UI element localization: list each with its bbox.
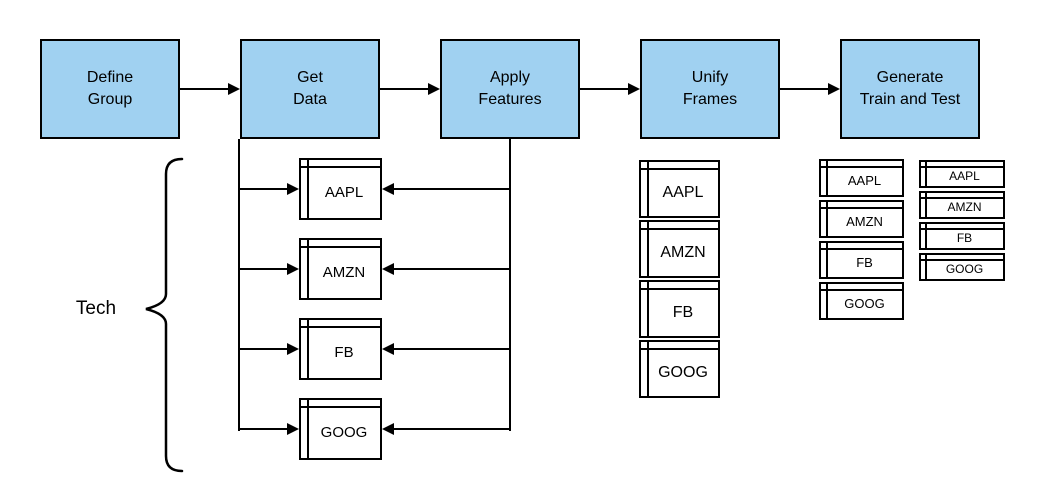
arrow-get-to-apply-line (380, 88, 429, 90)
arrow-getdata-goog-line (238, 428, 290, 430)
arrow-getdata-aapl-line (238, 188, 290, 190)
train-stack-row-aapl: AAPL (819, 159, 904, 197)
curly-brace-icon (145, 157, 184, 473)
step-define-group: Define Group (40, 39, 180, 139)
ticker-label: GOOG (320, 424, 368, 441)
arrow-define-to-get-head-icon (228, 83, 240, 95)
ticker-label: FB (856, 255, 873, 270)
ticker-label: AMZN (660, 243, 706, 261)
test-stack-row-fb: FB (919, 222, 1005, 250)
arrow-getdata-fb-line (238, 348, 290, 350)
dataframe-icon-fb: FB (299, 318, 382, 380)
arrow-apply-to-unify-head-icon (628, 83, 640, 95)
arrow-apply-goog-line (393, 428, 511, 430)
unify-stack-row-amzn: AMZN (639, 220, 720, 278)
arrow-getdata-fb-head-icon (287, 343, 299, 355)
arrow-apply-aapl-head-icon (382, 183, 394, 195)
arrow-getdata-amzn-head-icon (287, 263, 299, 275)
ticker-label: FB (956, 231, 973, 245)
ticker-label: AAPL (324, 184, 364, 201)
unify-stack-row-aapl: AAPL (639, 160, 720, 218)
ticker-label: AMZN (846, 214, 883, 229)
arrow-apply-fb-line (393, 348, 511, 350)
ticker-label: GOOG (945, 262, 984, 276)
dataframe-icon-goog: GOOG (299, 398, 382, 460)
step-get-data: Get Data (240, 39, 380, 139)
ticker-label: GOOG (658, 363, 708, 381)
ticker-label: AAPL (662, 183, 704, 201)
step-generate-train-and-test: Generate Train and Test (840, 39, 980, 139)
arrow-getdata-amzn-line (238, 268, 290, 270)
arrow-unify-to-generate-line (780, 88, 829, 90)
step-apply-features: Apply Features (440, 39, 580, 139)
arrow-getdata-goog-head-icon (287, 423, 299, 435)
arrow-unify-to-generate-head-icon (828, 83, 840, 95)
dataframe-icon-aapl: AAPL (299, 158, 382, 220)
test-stack-row-aapl: AAPL (919, 160, 1005, 188)
test-stack-row-amzn: AMZN (919, 191, 1005, 219)
ticker-label: FB (334, 344, 354, 361)
tech-group-label: Tech (75, 298, 117, 319)
arrow-get-to-apply-head-icon (428, 83, 440, 95)
apply-features-fanout-vline (509, 139, 511, 431)
arrow-apply-goog-head-icon (382, 423, 394, 435)
ticker-label: AAPL (847, 173, 882, 188)
dataframe-icon-amzn: AMZN (299, 238, 382, 300)
arrow-apply-amzn-line (393, 268, 511, 270)
ticker-label: AMZN (947, 200, 982, 214)
arrow-apply-amzn-head-icon (382, 263, 394, 275)
train-stack-row-fb: FB (819, 241, 904, 279)
test-stack-row-goog: GOOG (919, 253, 1005, 281)
arrow-define-to-get-line (180, 88, 229, 90)
unify-stack-row-goog: GOOG (639, 340, 720, 398)
ticker-label: AAPL (949, 169, 980, 183)
train-stack-row-amzn: AMZN (819, 200, 904, 238)
ticker-label: FB (672, 303, 694, 321)
ticker-label: GOOG (844, 296, 885, 311)
ticker-label: AMZN (322, 264, 366, 281)
arrow-apply-fb-head-icon (382, 343, 394, 355)
arrow-apply-to-unify-line (580, 88, 629, 90)
unify-stack-row-fb: FB (639, 280, 720, 338)
train-stack-row-goog: GOOG (819, 282, 904, 320)
get-data-fanout-vline (238, 139, 240, 431)
arrow-apply-aapl-line (393, 188, 511, 190)
step-unify-frames: Unify Frames (640, 39, 780, 139)
arrow-getdata-aapl-head-icon (287, 183, 299, 195)
